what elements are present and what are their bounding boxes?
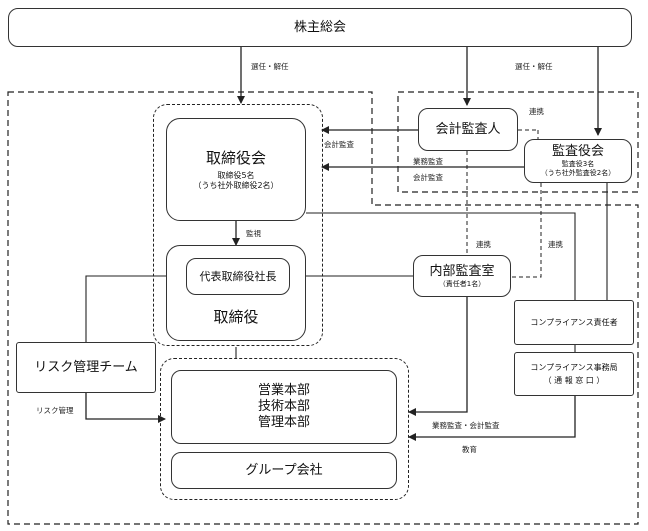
shareholders-meeting-label: 株主総会 <box>293 19 346 35</box>
label-risk-management: リスク管理 <box>36 406 74 415</box>
label-elect-right: 選任・解任 <box>515 62 553 71</box>
edge-board-compliance <box>306 212 576 300</box>
label-accounting-audit2: 会計監査 <box>413 173 443 182</box>
accounting-auditor: 会計監査人 <box>418 108 518 151</box>
risk-management-team: リスク管理チーム <box>16 342 156 393</box>
compliance-office-sub: （ 通 報 窓 口 ） <box>543 375 605 385</box>
edge-renkei-audit-internal <box>511 183 542 278</box>
division-sales: 営業本部 <box>257 383 310 398</box>
audit-board-outside-count: （うち社外監査役2名） <box>540 169 616 177</box>
board-group <box>153 104 323 346</box>
accounting-auditor-label: 会計監査人 <box>435 121 501 137</box>
compliance-office: コンプライアンス事務局 （ 通 報 窓 口 ） <box>514 352 634 396</box>
divisions-box: 営業本部 技術本部 管理本部 <box>171 370 397 444</box>
internal-audit-sub: （責任者1名） <box>438 279 486 288</box>
operations-group <box>160 358 409 500</box>
edge-president-risk <box>85 275 186 342</box>
internal-audit-office: 内部監査室 （責任者1名） <box>413 255 511 297</box>
edge-compliance-divisions <box>408 396 576 441</box>
group-companies-label: グループ会社 <box>245 462 323 478</box>
compliance-office-title: コンプライアンス事務局 <box>530 362 618 372</box>
shareholders-meeting: 株主総会 <box>8 8 632 47</box>
label-renkei-mid1: 連携 <box>476 240 491 249</box>
company-dashed-region <box>7 91 639 525</box>
division-engineering: 技術本部 <box>257 399 310 414</box>
group-companies: グループ会社 <box>171 452 397 489</box>
board-of-directors: 取締役会 取締役5名 （うち社外取締役2名） <box>166 118 306 221</box>
board-count: 取締役5名 <box>217 170 255 180</box>
label-renkei-top: 連携 <box>529 107 544 116</box>
audit-dashed-region <box>397 91 639 193</box>
label-renkei-mid2: 連携 <box>548 240 563 249</box>
label-education: 教育 <box>462 445 477 454</box>
label-business-accounting-audit: 業務監査・会計監査 <box>432 421 500 430</box>
risk-team-label: リスク管理チーム <box>34 359 138 375</box>
compliance-officer: コンプライアンス責任者 <box>514 300 634 345</box>
compliance-officer-label: コンプライアンス責任者 <box>530 317 618 327</box>
audit-board: 監査役会 監査役3名 （うち社外監査役2名） <box>524 139 632 183</box>
audit-board-title: 監査役会 <box>551 144 604 159</box>
division-administration: 管理本部 <box>257 415 310 430</box>
label-supervision: 監視 <box>246 229 261 238</box>
label-accounting-audit: 会計監査 <box>324 140 354 149</box>
label-elect-left: 選任・解任 <box>251 62 289 71</box>
board-outside-count: （うち社外取締役2名） <box>193 180 279 190</box>
edge-internal-divisions <box>408 297 468 416</box>
internal-audit-title: 内部監査室 <box>429 263 495 279</box>
label-business-audit: 業務監査 <box>413 157 443 166</box>
board-title: 取締役会 <box>205 148 266 167</box>
audit-board-count: 監査役3名 <box>561 160 595 168</box>
edge-risk-divisions <box>85 393 166 423</box>
president-box: 代表取締役社長 <box>186 258 290 295</box>
president-label: 代表取締役社長 <box>199 269 277 283</box>
directors-label: 取締役 <box>213 308 259 326</box>
